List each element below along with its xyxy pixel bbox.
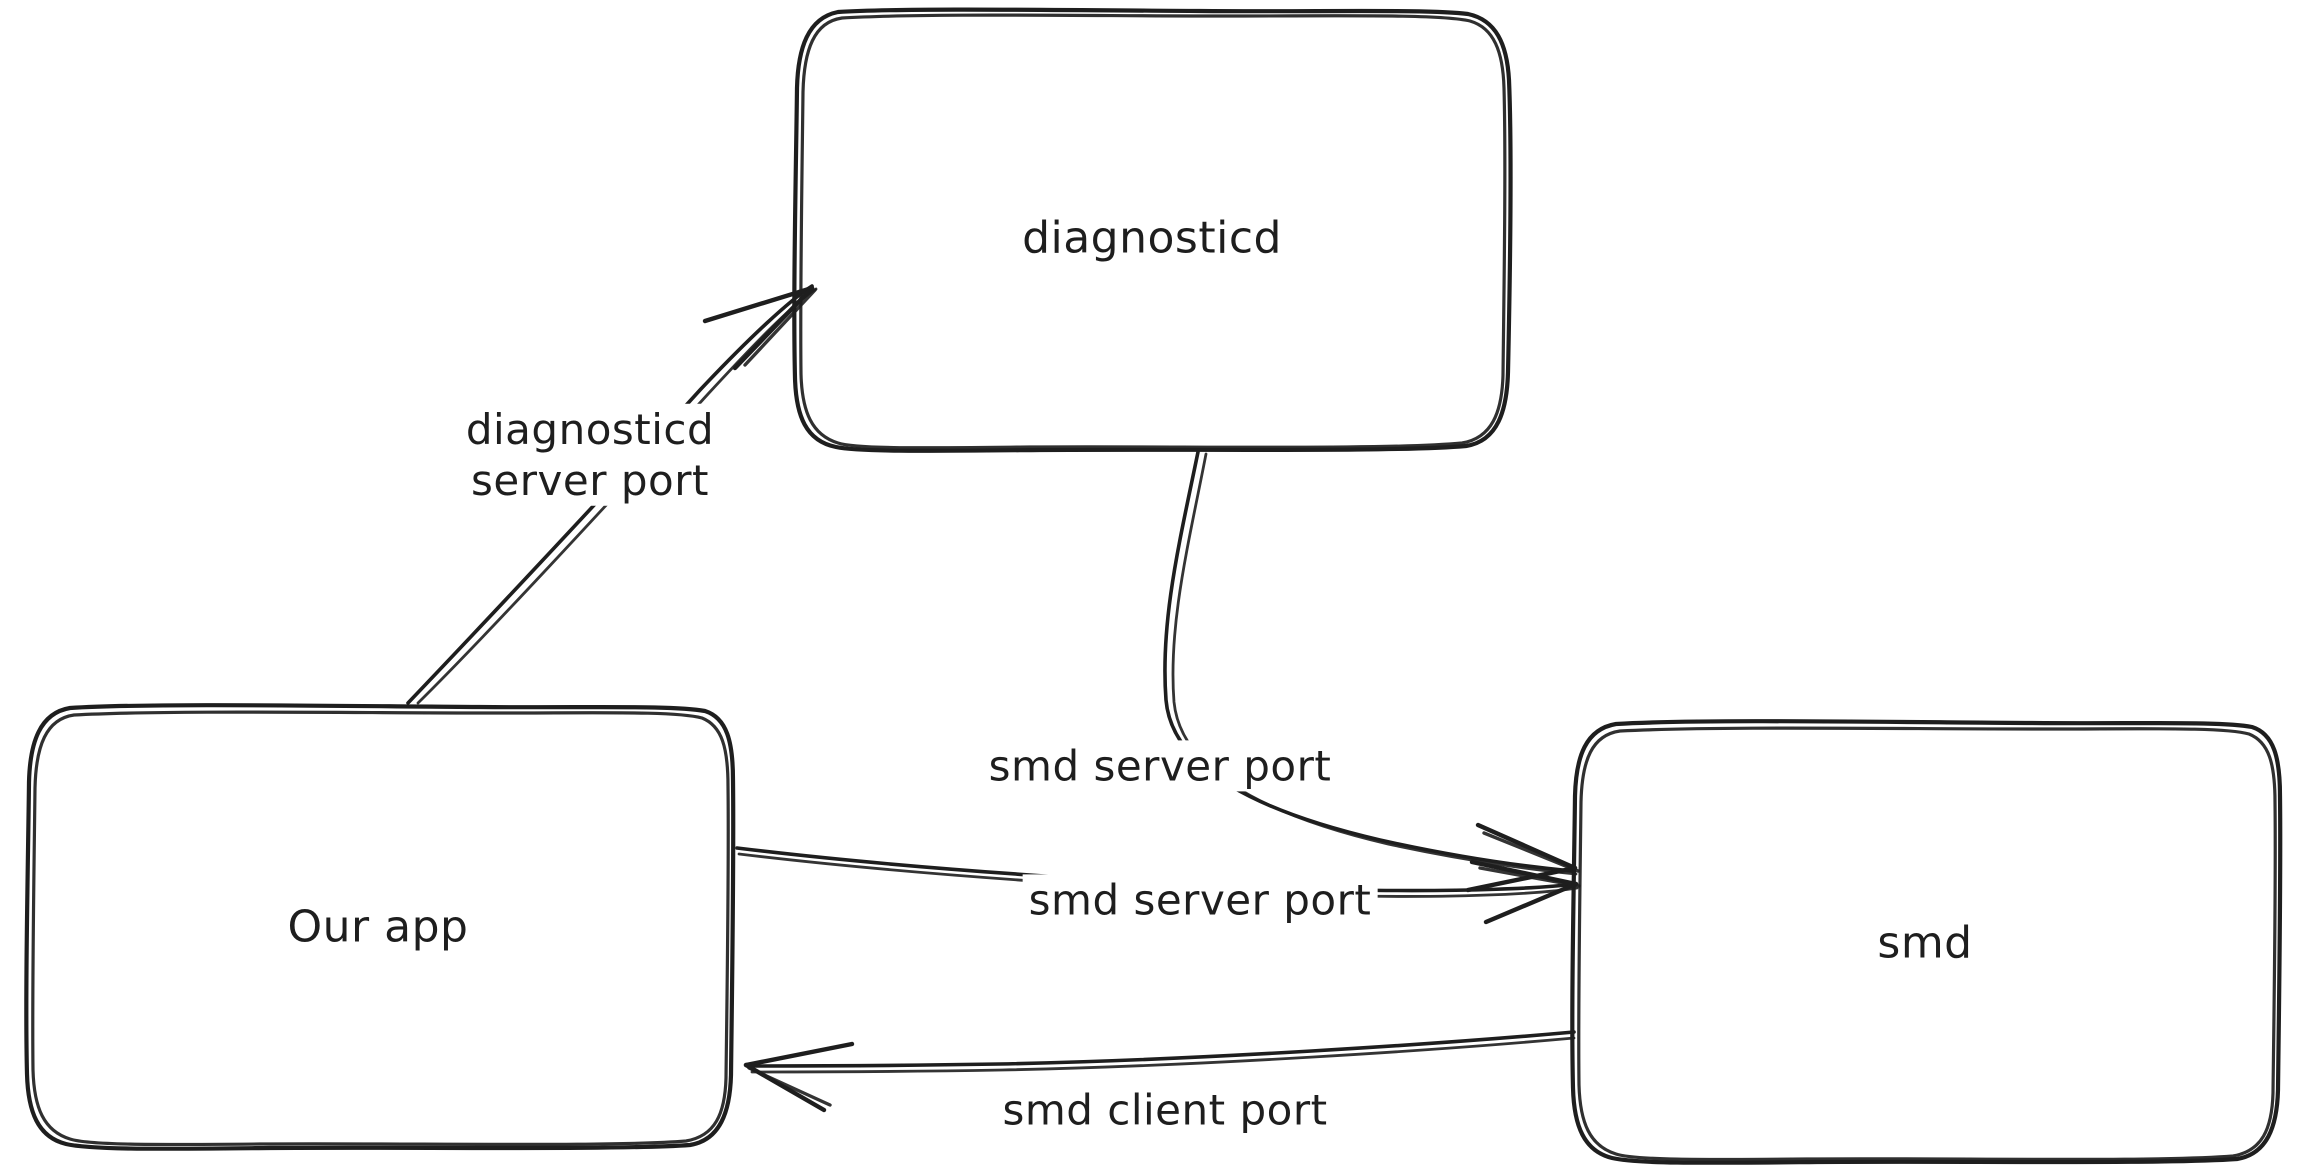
edge-smd-to-our-app[interactable] [743, 1030, 1576, 1113]
node-diagnosticd-shape[interactable] [792, 7, 1513, 453]
node-smd-shape[interactable] [1570, 719, 2283, 1165]
node-our-app-shape[interactable] [24, 703, 736, 1151]
edge-our-app-to-diagnosticd[interactable] [406, 284, 818, 705]
edge-diagnosticd-to-smd[interactable] [1163, 450, 1580, 893]
edge-our-app-to-smd[interactable] [735, 846, 1581, 925]
